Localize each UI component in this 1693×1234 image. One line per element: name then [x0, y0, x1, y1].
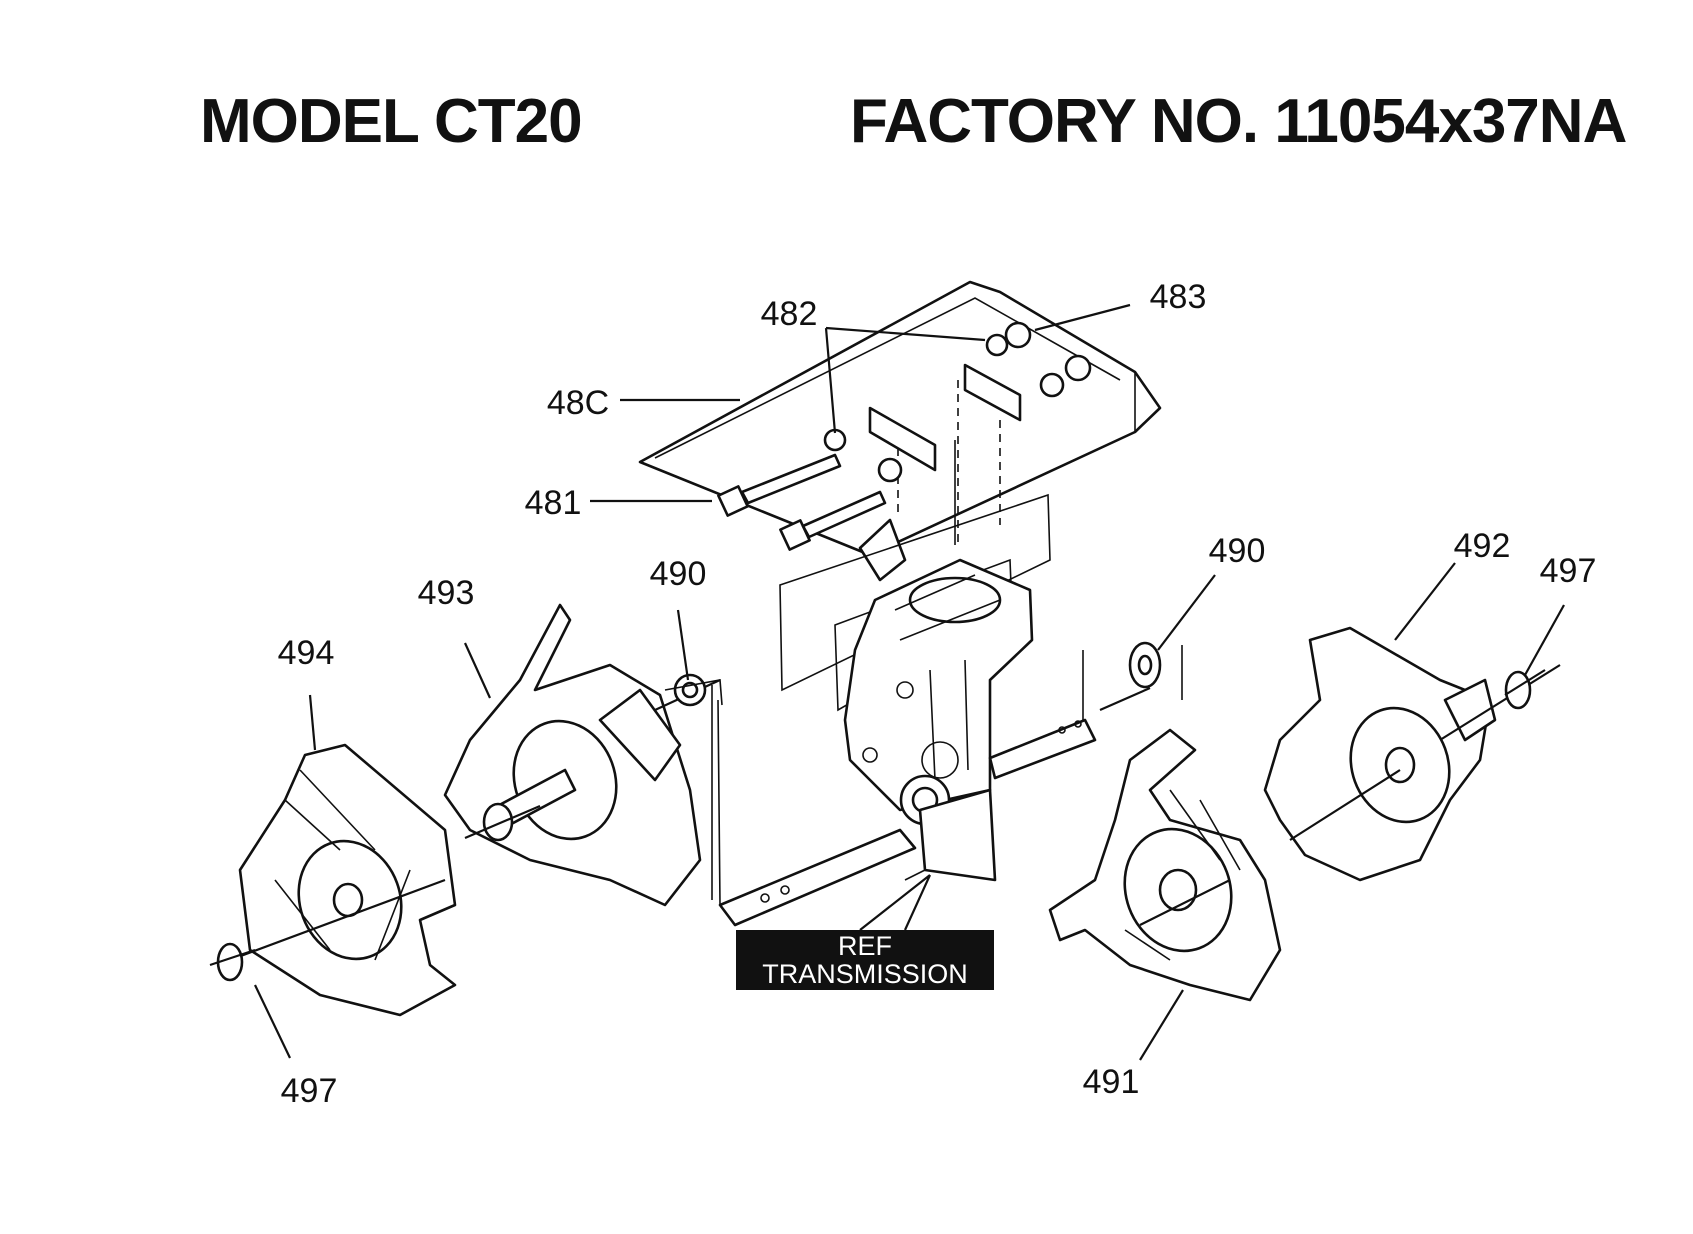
ref-transmission-label: REF TRANSMISSION	[736, 930, 994, 990]
lock-washers-483	[1004, 321, 1092, 382]
shield-brackets	[868, 363, 1022, 545]
model-title: MODEL CT20	[200, 87, 583, 156]
callout-497-right: 497	[1540, 552, 1597, 590]
ref-label-line2: TRANSMISSION	[762, 959, 968, 989]
callout-493: 493	[418, 574, 475, 612]
transmission-housing	[843, 558, 1034, 882]
tine-491-right-inner	[1048, 728, 1282, 1002]
callout-480: 48C	[547, 384, 609, 422]
factory-number-title: FACTORY NO. 11054x37NA	[850, 87, 1627, 156]
tine-494-left-outer	[238, 743, 457, 1017]
bolt-481	[717, 453, 887, 551]
callout-490-left: 490	[650, 555, 707, 593]
nuts-482	[823, 333, 1065, 483]
callout-490-right: 490	[1209, 532, 1266, 570]
tine-493-left-inner	[443, 603, 702, 907]
ref-label-line1: REF	[838, 931, 892, 961]
hairpin-clip-497-left	[209, 942, 256, 982]
callout-482: 482	[761, 295, 818, 333]
callout-494: 494	[278, 634, 335, 672]
callout-483: 483	[1150, 278, 1207, 316]
callout-481: 481	[525, 484, 582, 522]
tine-shaft	[711, 645, 1183, 927]
callout-497-left: 497	[281, 1072, 338, 1110]
callout-491: 491	[1083, 1063, 1140, 1101]
hairpin-clip-497-right	[1504, 669, 1546, 710]
right-axle	[1099, 641, 1561, 926]
callout-492: 492	[1454, 527, 1511, 565]
callout-leaders	[254, 303, 1565, 1061]
tine-492-right-outer	[1263, 626, 1497, 882]
left-axle	[229, 673, 723, 962]
